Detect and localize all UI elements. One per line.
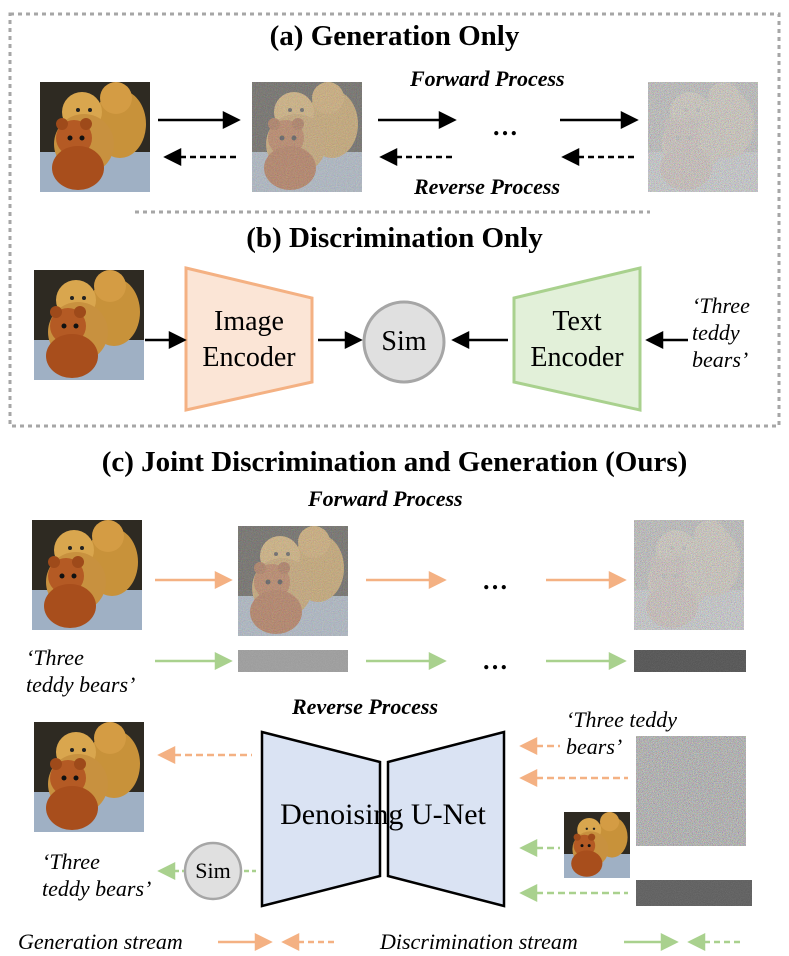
panel-c-title: (c) Joint Discrimination and Generation … <box>101 446 688 478</box>
b-caption-line1: ‘Three <box>692 293 750 318</box>
c-ellipsis-image: … <box>482 566 509 595</box>
unet-label: Denoising U-Net <box>280 798 486 831</box>
a-reverse-label: Reverse Process <box>414 174 561 199</box>
a-image-full-noise <box>648 82 758 192</box>
c-image-reconstructed <box>34 722 144 832</box>
a-image-partial-noise <box>252 82 362 192</box>
b-image-clean <box>34 270 144 380</box>
text-encoder-label-line1: Text <box>552 306 602 337</box>
a-forward-arrow-2-head <box>438 110 457 130</box>
c-caption-sim-line2: teddy bears’ <box>42 876 152 901</box>
legend-discrimination-label: Discrimination stream <box>380 929 578 954</box>
c-image-partial-noise <box>238 526 348 636</box>
a-forward-label: Forward Process <box>410 66 565 91</box>
a-reverse-arrow-2-head <box>379 147 398 167</box>
image-encoder-label-line2: Encoder <box>202 342 296 373</box>
a-image-clean <box>40 82 150 192</box>
panel-ab-border <box>8 12 781 428</box>
c-caption-right-line1: ‘Three teddy <box>566 707 677 732</box>
image-encoder-shape <box>184 266 314 412</box>
unet-decoder-half <box>386 730 506 908</box>
c-image-clean <box>32 520 142 630</box>
b-sim-circle <box>362 300 446 384</box>
c-reverse-label: Reverse Process <box>292 694 439 719</box>
a-ellipsis: … <box>492 112 519 141</box>
c-caption-right-line2: bears’ <box>566 734 623 759</box>
c-forward-label: Forward Process <box>308 486 463 511</box>
c-small-clean-image <box>564 812 630 878</box>
a-forward-arrow-1-head <box>222 110 241 130</box>
text-encoder-shape <box>512 266 642 412</box>
legend-generation-label: Generation stream <box>18 929 183 954</box>
panel-b-title: (b) Discrimination Only <box>246 222 543 254</box>
text-encoder-label-line2: Encoder <box>530 342 624 373</box>
c-caption-left-line2: teddy bears’ <box>26 672 136 697</box>
a-reverse-arrow-3-head <box>561 147 580 167</box>
c-image-full-noise <box>634 520 744 630</box>
c-noisy-input-image <box>636 736 746 846</box>
unet-encoder-half <box>260 730 382 908</box>
panel-a-title: (a) Generation Only <box>269 20 520 52</box>
a-reverse-arrow-1-head <box>163 147 182 167</box>
b-caption-line2: teddy <box>692 320 740 345</box>
c-sim-label: Sim <box>195 858 231 883</box>
c-ellipsis-text: … <box>482 646 509 675</box>
image-encoder-label-line1: Image <box>214 306 284 337</box>
c-caption-left-line1: ‘Three <box>26 645 84 670</box>
c-caption-sim-line1: ‘Three <box>42 849 100 874</box>
a-forward-arrow-3-head <box>620 110 639 130</box>
b-sim-label: Sim <box>381 326 427 357</box>
c-sim-circle <box>183 841 243 901</box>
b-caption-line3: bears’ <box>692 347 749 372</box>
